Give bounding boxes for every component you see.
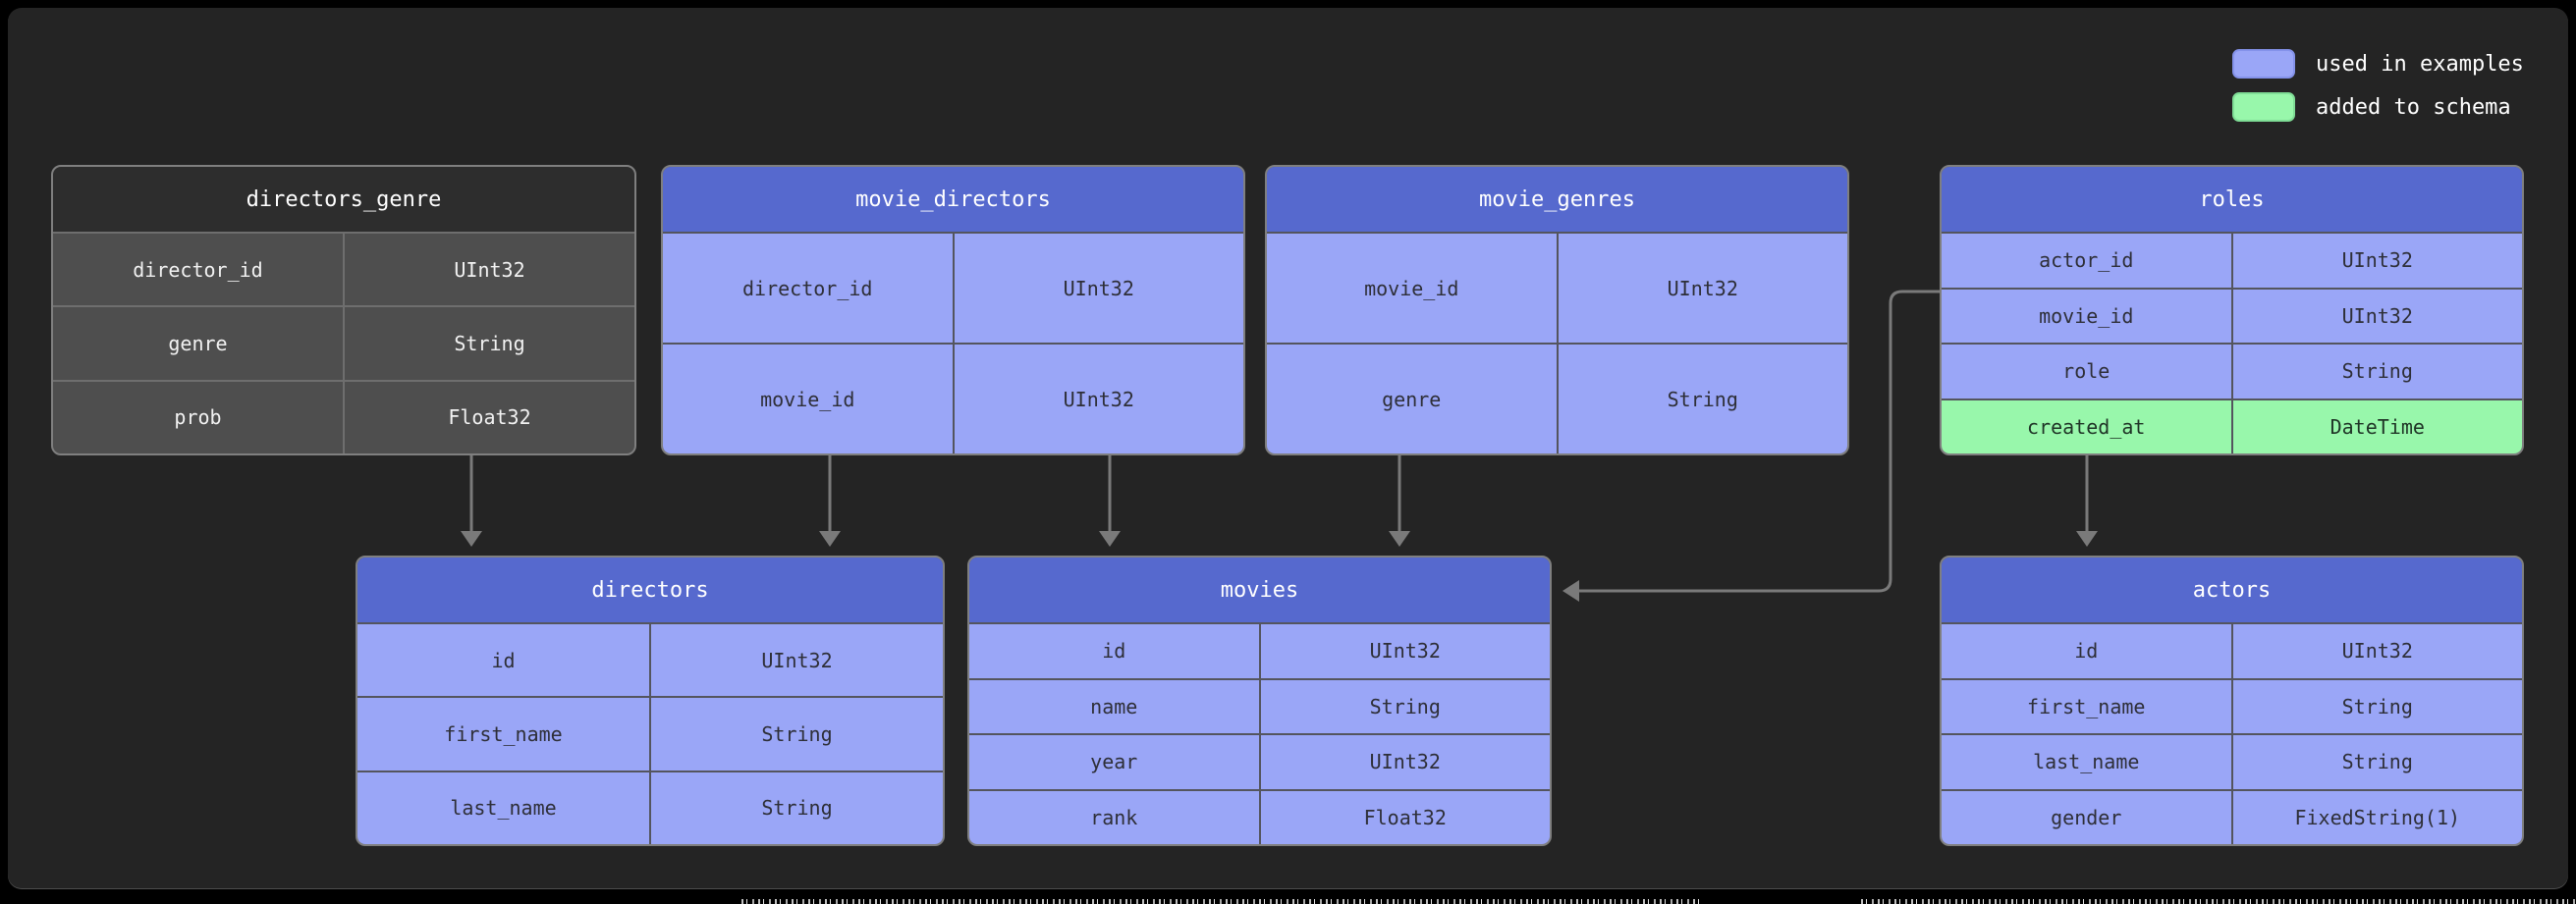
field-type-cell: UInt32: [1558, 234, 1847, 343]
table-row: rank Float32: [969, 790, 1550, 844]
field-type-cell: String: [1558, 345, 1847, 453]
table-body: id UInt32 name String year UInt32 rank F…: [969, 624, 1550, 844]
table-body: id UInt32 first_name String last_name St…: [1942, 624, 2522, 844]
field-name-cell: movie_id: [663, 345, 953, 453]
table-row: id UInt32: [1942, 624, 2522, 678]
table-row: last_name String: [1942, 735, 2522, 789]
field-type-cell: String: [2232, 735, 2522, 789]
field-name-cell: movie_id: [1942, 289, 2231, 343]
table-title: actors: [1942, 558, 2522, 622]
table-row: director_id UInt32: [663, 234, 1243, 343]
field-type-cell: String: [1260, 679, 1550, 733]
field-type-cell: FixedString(1): [2232, 790, 2522, 844]
field-type-cell: UInt32: [1260, 735, 1550, 789]
table-title: movie_genres: [1267, 167, 1847, 232]
clipped-bottom-text-artifact: [741, 899, 1699, 904]
field-type-cell: Float32: [1260, 790, 1550, 844]
field-name-cell: last_name: [1942, 735, 2231, 789]
table-body: movie_id UInt32 genre String: [1267, 234, 1847, 453]
field-type-cell: String: [2232, 345, 2522, 399]
table-row: movie_id UInt32: [1267, 234, 1847, 343]
table-actors: actors id UInt32 first_name String last_…: [1940, 556, 2524, 846]
field-type-cell: UInt32: [345, 234, 634, 306]
field-name-cell: name: [969, 679, 1259, 733]
table-title: directors: [357, 558, 943, 622]
table-row: id UInt32: [357, 624, 943, 697]
field-name-cell: year: [969, 735, 1259, 789]
field-type-cell: String: [651, 771, 943, 844]
table-row: first_name String: [1942, 679, 2522, 733]
table-title: roles: [1942, 167, 2522, 232]
table-row-added-to-schema: created_at DateTime: [1942, 399, 2522, 453]
field-type-cell: UInt32: [651, 624, 943, 697]
field-name-cell: id: [969, 624, 1259, 678]
field-name-cell: prob: [53, 381, 343, 453]
table-movie_directors: movie_directors director_id UInt32 movie…: [661, 165, 1245, 455]
table-body: id UInt32 first_name String last_name St…: [357, 624, 943, 844]
field-type-cell: UInt32: [954, 345, 1243, 453]
field-name-cell: movie_id: [1267, 234, 1557, 343]
field-type-cell: String: [651, 698, 943, 771]
field-type-cell: UInt32: [2232, 624, 2522, 678]
field-name-cell: rank: [969, 790, 1259, 844]
table-title: movie_directors: [663, 167, 1243, 232]
clipped-bottom-text-artifact: [1861, 899, 2576, 904]
field-name-cell: created_at: [1942, 399, 2231, 453]
legend: used in examples added to schema: [2232, 49, 2524, 122]
field-name-cell: id: [1942, 624, 2231, 678]
table-row: prob Float32: [53, 381, 634, 453]
legend-swatch-blue: [2232, 49, 2295, 79]
table-row: last_name String: [357, 771, 943, 844]
table-body: director_id UInt32 movie_id UInt32: [663, 234, 1243, 453]
table-row: first_name String: [357, 698, 943, 771]
table-movies: movies id UInt32 name String year UInt32…: [967, 556, 1552, 846]
field-name-cell: director_id: [663, 234, 953, 343]
legend-swatch-green: [2232, 92, 2295, 122]
legend-label: added to schema: [2316, 94, 2511, 120]
table-row: director_id UInt32: [53, 234, 634, 306]
table-row: name String: [969, 679, 1550, 733]
field-name-cell: director_id: [53, 234, 343, 306]
table-title: directors_genre: [53, 167, 634, 232]
table-movie_genres: movie_genres movie_id UInt32 genre Strin…: [1265, 165, 1849, 455]
field-type-cell: String: [345, 307, 634, 380]
table-row: id UInt32: [969, 624, 1550, 678]
table-body: actor_id UInt32 movie_id UInt32 role Str…: [1942, 234, 2522, 453]
field-type-cell: UInt32: [954, 234, 1243, 343]
field-name-cell: last_name: [357, 771, 649, 844]
field-name-cell: actor_id: [1942, 234, 2231, 288]
legend-label: used in examples: [2316, 51, 2524, 77]
field-type-cell: UInt32: [2232, 234, 2522, 288]
table-directors_genre: directors_genre director_id UInt32 genre…: [51, 165, 636, 455]
field-name-cell: gender: [1942, 790, 2231, 844]
field-name-cell: first_name: [1942, 679, 2231, 733]
field-name-cell: role: [1942, 345, 2231, 399]
table-roles: roles actor_id UInt32 movie_id UInt32 ro…: [1940, 165, 2524, 455]
table-row: genre String: [1267, 345, 1847, 453]
legend-item-used-in-examples: used in examples: [2232, 49, 2524, 79]
field-name-cell: genre: [53, 307, 343, 380]
field-name-cell: first_name: [357, 698, 649, 771]
table-row: genre String: [53, 307, 634, 380]
field-type-cell: Float32: [345, 381, 634, 453]
table-row: year UInt32: [969, 735, 1550, 789]
table-title: movies: [969, 558, 1550, 622]
field-type-cell: DateTime: [2232, 399, 2522, 453]
table-row: role String: [1942, 345, 2522, 399]
table-row: gender FixedString(1): [1942, 790, 2522, 844]
table-directors: directors id UInt32 first_name String la…: [356, 556, 945, 846]
table-row: movie_id UInt32: [1942, 289, 2522, 343]
legend-item-added-to-schema: added to schema: [2232, 92, 2524, 122]
table-row: actor_id UInt32: [1942, 234, 2522, 288]
field-name-cell: genre: [1267, 345, 1557, 453]
field-type-cell: UInt32: [1260, 624, 1550, 678]
table-row: movie_id UInt32: [663, 345, 1243, 453]
field-name-cell: id: [357, 624, 649, 697]
field-type-cell: UInt32: [2232, 289, 2522, 343]
field-type-cell: String: [2232, 679, 2522, 733]
table-body: director_id UInt32 genre String prob Flo…: [53, 234, 634, 453]
